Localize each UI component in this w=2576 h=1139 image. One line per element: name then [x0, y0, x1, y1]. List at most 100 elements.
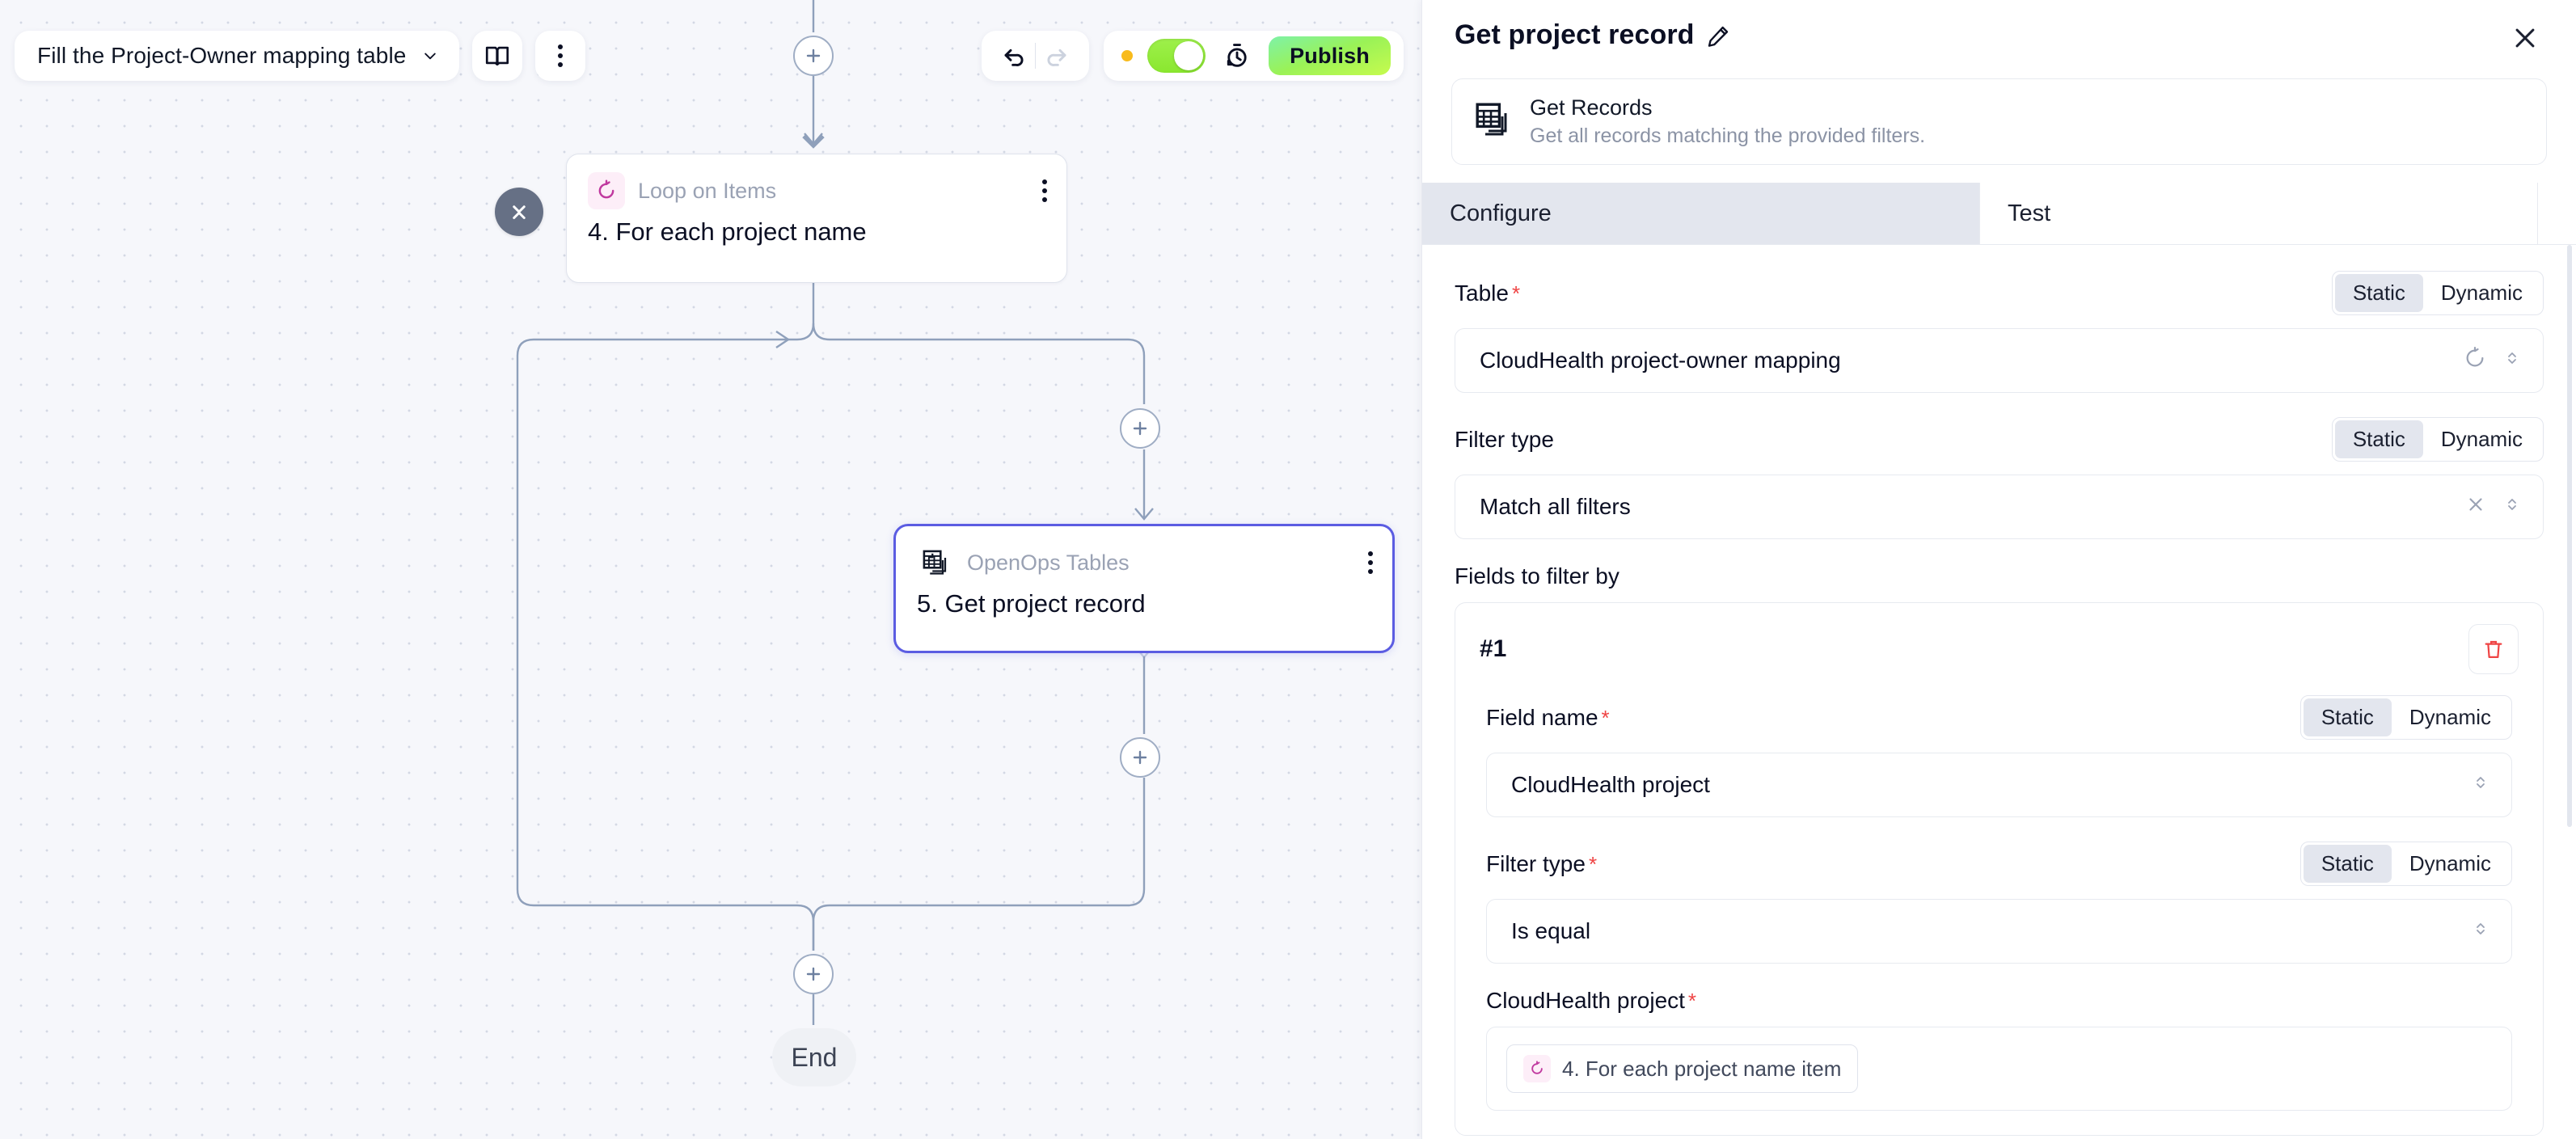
flow-node-loop[interactable]: Loop on Items 4. For each project name	[566, 154, 1067, 283]
filter-operator-label: Filter type*	[1486, 850, 1598, 876]
filter-field-name-mode-segmented: Static Dynamic	[2299, 695, 2512, 740]
table-mode-segmented: Static Dynamic	[2331, 271, 2544, 315]
filter-operator-mode-dynamic[interactable]: Dynamic	[2392, 845, 2509, 883]
more-vertical-icon	[558, 44, 564, 67]
close-icon[interactable]	[2506, 19, 2544, 61]
status-dot-icon	[1121, 50, 1134, 61]
chevron-updown-icon[interactable]	[2471, 772, 2490, 798]
publish-group: Publish	[1104, 31, 1404, 81]
filter-field-name-mode-static[interactable]: Static	[2303, 698, 2392, 736]
flow-node-loop-kind: Loop on Items	[638, 178, 777, 203]
filter-type-select-value: Match all filters	[1480, 494, 1631, 519]
flow-edges	[516, 0, 1154, 1025]
tables-icon	[1473, 100, 1512, 143]
table-mode-dynamic[interactable]: Dynamic	[2423, 274, 2540, 312]
add-step-button-end[interactable]	[793, 954, 834, 994]
panel-tabs: Configure Test	[1422, 183, 2576, 245]
docs-button[interactable]	[472, 31, 523, 81]
flow-more-button[interactable]	[535, 31, 586, 81]
flow-node-loop-header: Loop on Items	[567, 154, 1066, 209]
flow-name-label: Fill the Project-Owner mapping table	[37, 43, 407, 68]
flow-node-loop-menu[interactable]	[1042, 179, 1047, 202]
delete-filter-button[interactable]	[2468, 624, 2519, 674]
fields-to-filter-by-label: Fields to filter by	[1455, 563, 1620, 588]
filter-value-block: CloudHealth project* 4. For e	[1480, 988, 2519, 1111]
undo-redo-group	[982, 31, 1090, 81]
run-history-button[interactable]	[1220, 39, 1254, 73]
fields-to-filter-by-row: Fields to filter by	[1455, 563, 2544, 589]
toggle-knob	[1174, 41, 1204, 70]
piece-info-text: Get Records Get all records matching the…	[1530, 95, 1925, 148]
canvas-toolbar-right: Publish	[982, 31, 1404, 81]
pencil-icon[interactable]	[1706, 24, 1730, 53]
filter-entry-number: #1	[1480, 635, 1507, 662]
undo-button[interactable]	[993, 38, 1035, 74]
flow-node-tables-menu[interactable]	[1368, 551, 1373, 574]
filter-field-name-value: CloudHealth project	[1511, 772, 1710, 797]
variable-chip[interactable]: 4. For each project name item	[1506, 1044, 1859, 1093]
filter-entry-1: #1 Field name* Static	[1455, 602, 2544, 1136]
tab-configure[interactable]: Configure	[1422, 183, 1980, 244]
table-label: Table*	[1455, 280, 1521, 306]
redo-icon	[1047, 49, 1066, 66]
variable-chip-label: 4. For each project name item	[1562, 1056, 1842, 1081]
loop-icon	[1523, 1055, 1551, 1082]
flow-name-selector[interactable]: Fill the Project-Owner mapping table	[15, 31, 460, 81]
filter-operator-mode-segmented: Static Dynamic	[2299, 842, 2512, 886]
filter-type-select[interactable]: Match all filters	[1455, 475, 2544, 539]
piece-name: Get Records	[1530, 95, 1653, 120]
table-select[interactable]: CloudHealth project-owner mapping	[1455, 328, 2544, 393]
chevron-updown-icon[interactable]	[2471, 918, 2490, 944]
book-icon	[486, 46, 509, 65]
add-step-button-top[interactable]	[793, 36, 834, 76]
page-title: Get project record	[1455, 19, 1695, 50]
flow-node-tables[interactable]: OpenOps Tables 5. Get project record	[893, 524, 1395, 653]
publish-button[interactable]: Publish	[1269, 36, 1391, 75]
panel-scrollbar-thumb[interactable]	[2567, 245, 2572, 827]
flow-node-loop-title: 4. For each project name	[588, 217, 867, 246]
refresh-icon[interactable]	[2464, 346, 2486, 375]
filter-field-name-block: Field name* Static Dynamic CloudHealth p…	[1480, 695, 2519, 817]
collapse-chevrons-icon	[513, 205, 526, 219]
table-select-value: CloudHealth project-owner mapping	[1480, 348, 1841, 373]
trash-icon	[2485, 640, 2502, 659]
chevron-updown-icon[interactable]	[2502, 494, 2522, 520]
table-mode-static[interactable]: Static	[2334, 274, 2423, 312]
flow-enabled-toggle[interactable]	[1147, 39, 1206, 73]
filter-operator-mode-static[interactable]: Static	[2303, 845, 2392, 883]
flow-node-tables-title: 5. Get project record	[917, 589, 1146, 618]
filter-type-label: Filter type	[1455, 426, 1554, 452]
piece-description: Get all records matching the provided fi…	[1530, 124, 1926, 147]
table-field-row: Table* Static Dynamic	[1455, 271, 2544, 315]
collapse-loop-button[interactable]	[495, 188, 543, 236]
panel-header: Get project record	[1422, 0, 2576, 61]
filter-field-name-mode-dynamic[interactable]: Dynamic	[2392, 698, 2509, 736]
undo-icon	[1004, 49, 1024, 66]
chevron-down-icon	[424, 53, 437, 60]
clear-icon[interactable]	[2465, 494, 2486, 521]
add-step-button-loop-before[interactable]	[1120, 408, 1160, 449]
filter-type-field-row: Filter type Static Dynamic	[1455, 417, 2544, 462]
run-history-icon	[1227, 44, 1247, 67]
plus-icon	[1133, 750, 1147, 765]
plus-icon	[1133, 421, 1147, 436]
step-settings-panel: Get project record Get Records	[1421, 0, 2576, 1139]
loop-icon	[588, 172, 625, 209]
chevron-updown-icon[interactable]	[2502, 348, 2522, 373]
filter-value-label: CloudHealth project*	[1486, 988, 1697, 1013]
add-step-button-loop-after[interactable]	[1120, 737, 1160, 778]
tab-test[interactable]: Test	[1980, 183, 2538, 244]
filter-operator-select[interactable]: Is equal	[1486, 899, 2512, 964]
filter-value-input[interactable]: 4. For each project name item	[1486, 1027, 2512, 1111]
toolbar-divider	[1035, 43, 1037, 69]
filter-operator-block: Filter type* Static Dynamic Is equal	[1480, 842, 2519, 964]
redo-button[interactable]	[1036, 38, 1078, 74]
filter-field-name-select[interactable]: CloudHealth project	[1486, 753, 2512, 817]
panel-scrollbar[interactable]	[2565, 245, 2574, 1139]
piece-info-card: Get Records Get all records matching the…	[1451, 78, 2547, 165]
flow-canvas[interactable]: Fill the Project-Owner mapping table	[0, 0, 1421, 1139]
canvas-toolbar-left: Fill the Project-Owner mapping table	[15, 31, 586, 81]
filter-type-mode-static[interactable]: Static	[2334, 420, 2423, 458]
filter-type-mode-dynamic[interactable]: Dynamic	[2423, 420, 2540, 458]
flow-node-tables-header: OpenOps Tables	[896, 526, 1392, 581]
